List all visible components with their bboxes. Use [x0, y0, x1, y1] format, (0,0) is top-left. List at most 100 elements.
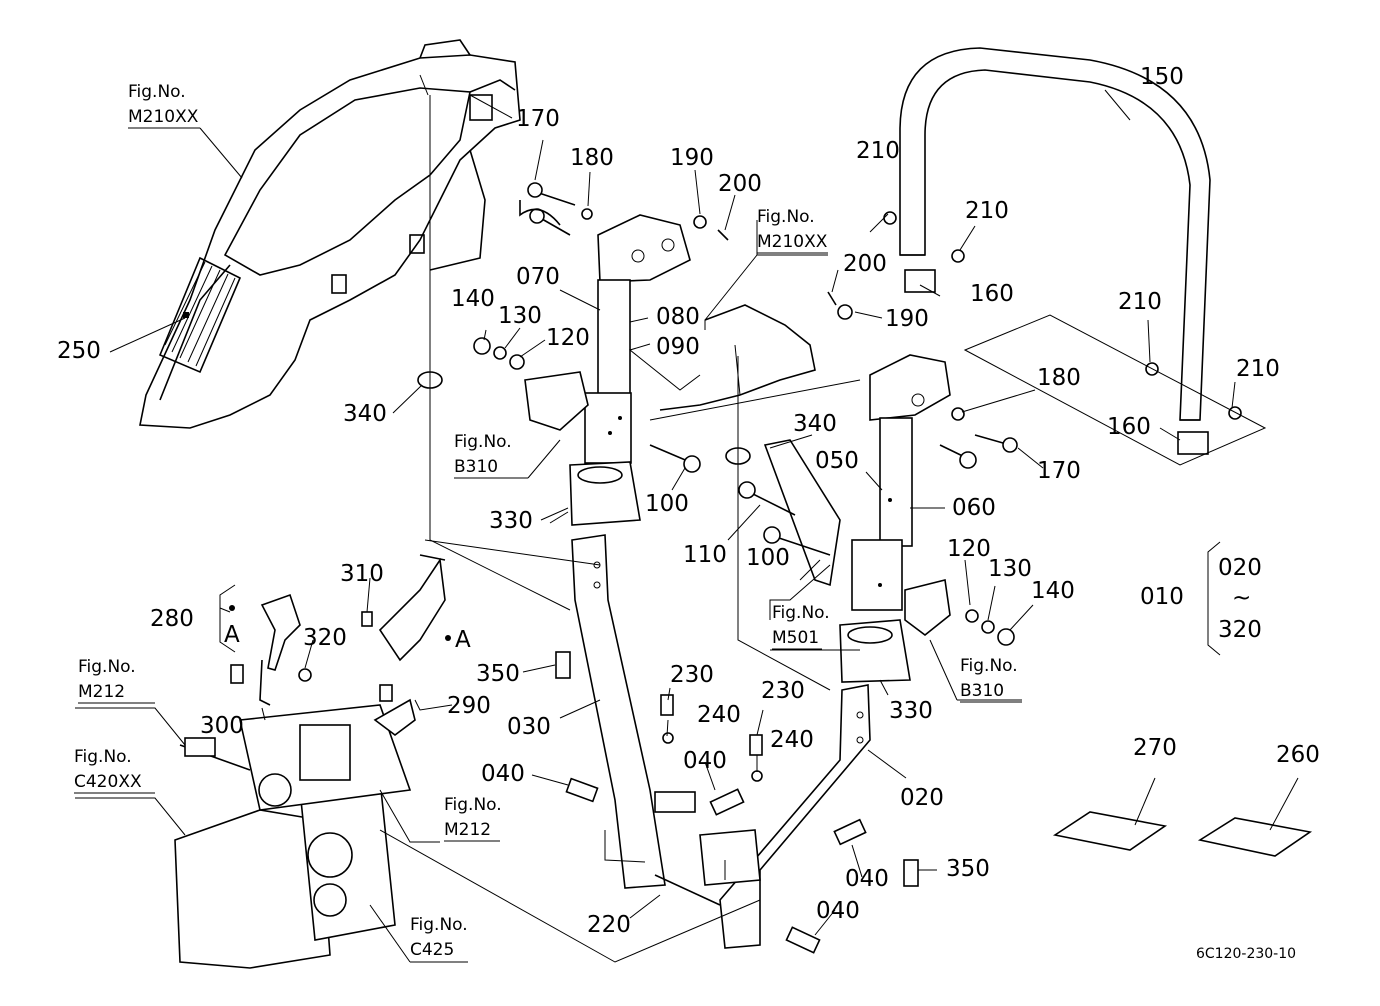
- right-bracket-plate: [904, 579, 951, 637]
- label-190-a: 190: [670, 145, 714, 171]
- label-210-b: 210: [965, 198, 1009, 224]
- fig-label-m210-mid: Fig.No.: [757, 207, 815, 227]
- label-240-b: 240: [770, 727, 814, 753]
- label-040-a: 040: [481, 761, 525, 787]
- label-290: 290: [447, 693, 491, 719]
- washer-240-a: [662, 732, 674, 744]
- label-320-range: 320: [1218, 617, 1262, 643]
- label-060: 060: [952, 495, 996, 521]
- hardware-right: [827, 291, 1018, 469]
- label-330-b: 330: [889, 698, 933, 724]
- fig-label-b310-right: Fig.No.: [960, 656, 1018, 676]
- label-350-b: 350: [946, 856, 990, 882]
- boot-330-left: [569, 461, 641, 526]
- bracket-280: [219, 584, 236, 653]
- bolt-040-b: [709, 788, 745, 816]
- label-170-b: 170: [1037, 458, 1081, 484]
- label-020-range: 020: [1218, 555, 1262, 581]
- label-040-b: 040: [683, 748, 727, 774]
- fig-ref-m210-left: M210XX: [128, 107, 199, 127]
- label-250: 250: [57, 338, 101, 364]
- fig-ref-m501: M501: [772, 628, 819, 648]
- label-090: 090: [656, 334, 700, 360]
- label-320: 320: [303, 625, 347, 651]
- fig-ref-underlines: [74, 127, 1022, 842]
- bolt-100-left: [649, 444, 691, 463]
- rops-arch-150: [899, 47, 1211, 421]
- right-nut-stack: [965, 609, 1015, 646]
- label-040-d: 040: [816, 898, 860, 924]
- fig-ref-c425: C425: [410, 940, 454, 960]
- boot-330-right: [839, 619, 911, 683]
- label-210-c: 210: [1118, 289, 1162, 315]
- decal-260: [1197, 817, 1313, 857]
- drawing-code: 6C120-230-10: [1196, 946, 1296, 962]
- fig-ref-m212-left: M212: [78, 682, 125, 702]
- label-190-b: 190: [885, 306, 929, 332]
- rops-lower-right-020: [719, 684, 871, 949]
- cover-290: [361, 554, 446, 736]
- a-dot-1: [229, 605, 235, 611]
- fig-ref-b310-right: B310: [960, 681, 1004, 701]
- label-030: 030: [507, 714, 551, 740]
- fig-label-m212-left: Fig.No.: [78, 657, 136, 677]
- label-160-b: 160: [1107, 414, 1151, 440]
- label-350-a: 350: [476, 661, 520, 687]
- label-050: 050: [815, 448, 859, 474]
- part-labels: 150 210 210 210 210 160 160 170 170 180 …: [57, 64, 1320, 938]
- label-150: 150: [1140, 64, 1184, 90]
- hardware-left-top: [519, 182, 729, 241]
- lever-280: [230, 593, 312, 706]
- left-nut-stack: [473, 337, 525, 370]
- rops-lower-left-030: [571, 534, 696, 889]
- label-120-b: 120: [947, 536, 991, 562]
- caps-160: [904, 269, 1209, 455]
- fig-label-m501: Fig.No.: [772, 603, 830, 623]
- label-200-a: 200: [718, 171, 762, 197]
- bolt-230-b: [749, 734, 763, 756]
- label-080: 080: [656, 304, 700, 330]
- label-200-b: 200: [843, 251, 887, 277]
- connection-lines: [379, 74, 1267, 963]
- figure-references: Fig.No. M210XX Fig.No. M210XX Fig.No. B3…: [74, 82, 1018, 960]
- label-a-1: A: [224, 622, 240, 648]
- label-210-a: 210: [856, 138, 900, 164]
- label-220: 220: [587, 912, 631, 938]
- label-160-a: 160: [970, 281, 1014, 307]
- fig-label-m212-right: Fig.No.: [444, 795, 502, 815]
- bolt-040-c: [833, 818, 867, 846]
- left-fender: [139, 39, 521, 429]
- fig-ref-c420: C420XX: [74, 772, 142, 792]
- label-100-b: 100: [746, 545, 790, 571]
- axle-link-220: [654, 874, 721, 906]
- label-a-2: A: [455, 627, 471, 653]
- label-280: 280: [150, 606, 194, 632]
- seat-bracket: [659, 304, 816, 411]
- fig-label-m210-left: Fig.No.: [128, 82, 186, 102]
- mechanism-m212: [179, 704, 412, 811]
- label-180-b: 180: [1037, 365, 1081, 391]
- label-tilde: ~: [1232, 585, 1251, 611]
- bolt-350-a: [555, 651, 571, 679]
- label-010: 010: [1140, 584, 1184, 610]
- label-130-b: 130: [988, 556, 1032, 582]
- washer-240-b: [751, 770, 763, 782]
- fender-bolt-hole: [183, 312, 189, 318]
- fig-label-b310-left: Fig.No.: [454, 432, 512, 452]
- rops-upper-right-050: [851, 354, 951, 611]
- label-270: 270: [1133, 735, 1177, 761]
- label-040-c: 040: [845, 866, 889, 892]
- bolt-040-d: [785, 926, 821, 954]
- fig-ref-m210-mid: M210XX: [757, 232, 828, 252]
- label-340-b: 340: [793, 411, 837, 437]
- label-120-a: 120: [546, 325, 590, 351]
- fig-label-c420: Fig.No.: [74, 747, 132, 767]
- bolt-040-a: [565, 777, 599, 803]
- bracket-010: [1207, 541, 1221, 656]
- label-300: 300: [200, 713, 244, 739]
- label-070: 070: [516, 264, 560, 290]
- bolt-230-a: [660, 694, 674, 716]
- m501-bracket: [763, 439, 841, 587]
- label-310: 310: [340, 561, 384, 587]
